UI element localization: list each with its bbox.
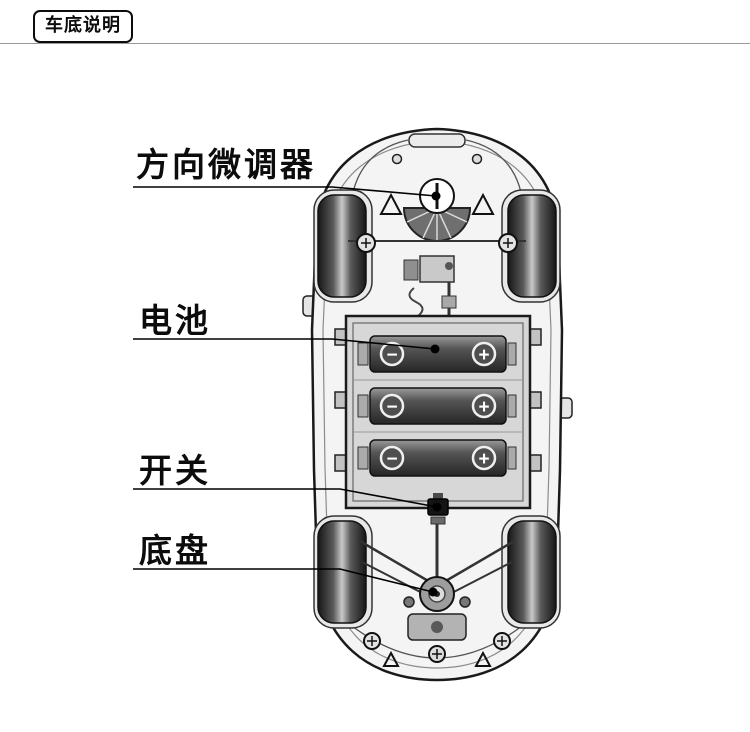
battery-cell-3: − + bbox=[357, 439, 517, 477]
front-vent bbox=[408, 133, 466, 148]
front-screw-left bbox=[391, 153, 403, 165]
positive-symbol: + bbox=[478, 397, 489, 418]
warning-triangle-left bbox=[379, 192, 403, 215]
battery-positive-terminal bbox=[471, 445, 497, 471]
battery-compartment: − + − + − + bbox=[334, 314, 542, 510]
leader-dot-chassis bbox=[428, 587, 438, 597]
leader-line-chassis bbox=[133, 568, 434, 593]
leader-line-steering-trim bbox=[133, 186, 437, 197]
battery-cell-1: − + bbox=[357, 335, 517, 373]
positive-symbol: + bbox=[478, 345, 489, 366]
suspension-arm bbox=[361, 561, 429, 597]
warning-triangle-right bbox=[471, 192, 495, 215]
title-badge: 车底说明 bbox=[33, 10, 133, 43]
battery-negative-terminal bbox=[379, 445, 405, 471]
battery-cell-2: − + bbox=[357, 387, 517, 425]
tire-rear-right bbox=[507, 520, 557, 624]
rod-clip bbox=[441, 295, 457, 309]
rear-triangle-left bbox=[382, 650, 400, 667]
label-steering-trim: 方向微调器 bbox=[136, 146, 316, 183]
title-badge-text: 车底说明 bbox=[45, 15, 121, 35]
leader-dot-switch bbox=[432, 502, 442, 512]
suspension-arm bbox=[357, 538, 431, 584]
header-divider bbox=[0, 43, 750, 44]
battery-positive-terminal bbox=[471, 341, 497, 367]
battery-positive-terminal bbox=[471, 393, 497, 419]
rear-triangle-right bbox=[474, 650, 492, 667]
label-power-switch: 开关 bbox=[139, 452, 211, 489]
negative-symbol: − bbox=[386, 397, 397, 418]
label-battery: 电池 bbox=[139, 302, 211, 339]
leader-lines bbox=[133, 186, 442, 597]
servo-detail bbox=[403, 259, 419, 281]
label-chassis: 底盘 bbox=[139, 532, 211, 569]
wire-cable bbox=[408, 287, 424, 317]
negative-symbol: − bbox=[386, 449, 397, 470]
leader-dot-steering-trim bbox=[431, 191, 441, 201]
tire-rear-left bbox=[317, 520, 367, 624]
suspension-arm bbox=[445, 561, 513, 597]
leader-line-switch bbox=[133, 488, 438, 508]
suspension-arm bbox=[443, 538, 517, 584]
leader-line-battery bbox=[133, 338, 436, 350]
positive-symbol: + bbox=[478, 449, 489, 470]
negative-symbol: − bbox=[386, 345, 397, 366]
battery-negative-terminal bbox=[379, 393, 405, 419]
wheels bbox=[313, 189, 561, 629]
motor-shaft bbox=[431, 621, 443, 633]
servo-pin bbox=[445, 262, 453, 270]
front-screw-right bbox=[471, 153, 483, 165]
leader-dot-battery bbox=[430, 344, 440, 354]
battery-negative-terminal bbox=[379, 341, 405, 367]
